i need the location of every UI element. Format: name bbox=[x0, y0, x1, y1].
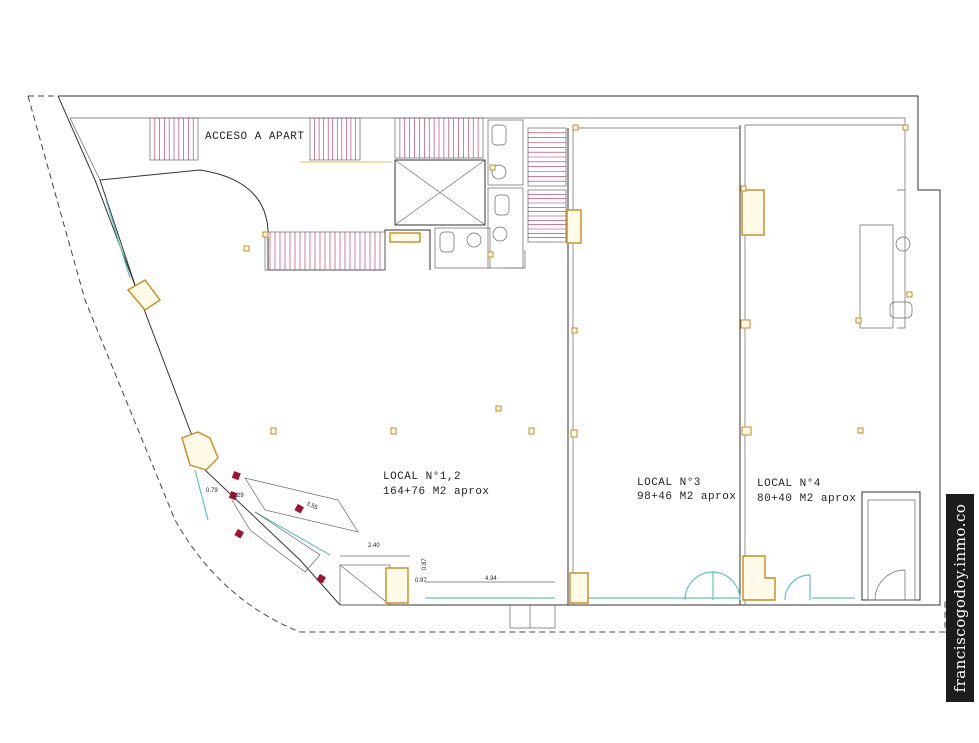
dimension-label: 0.79 bbox=[206, 488, 218, 494]
locale-1-name: LOCAL N°1,2 bbox=[383, 471, 461, 483]
bathroom-block bbox=[434, 119, 526, 269]
facade-module bbox=[231, 477, 555, 606]
locale-4-area: 80+40 M2 aprox bbox=[757, 493, 856, 505]
stair-frame bbox=[309, 117, 361, 161]
locale-4-name: LOCAL N°4 bbox=[757, 478, 821, 490]
partition-walls bbox=[567, 124, 921, 605]
dimension-label: 1.29 bbox=[232, 493, 244, 499]
doors bbox=[509, 569, 906, 629]
outer-wall bbox=[57, 95, 941, 606]
stairs-central bbox=[527, 189, 567, 243]
dimension-label: 3.55 bbox=[305, 501, 319, 511]
outer-wall-inner bbox=[69, 117, 906, 190]
watermark-badge: franciscogodoy.inmo.co bbox=[946, 494, 974, 702]
stairs-access bbox=[149, 117, 567, 271]
dimension-label: 0.97 bbox=[415, 578, 427, 584]
locale-3-name: LOCAL N°3 bbox=[637, 477, 701, 489]
dimension-label: 2.40 bbox=[368, 543, 380, 549]
dimension-label: 4.34 bbox=[485, 576, 497, 582]
storefront-glazing bbox=[105, 199, 855, 599]
site-boundary bbox=[27, 95, 946, 633]
locale-1-area: 164+76 M2 aprox bbox=[383, 486, 490, 498]
locale-3-area: 98+46 M2 aprox bbox=[637, 491, 736, 503]
columns bbox=[126, 124, 913, 604]
elevator-shaft bbox=[394, 159, 486, 226]
dimension-label: 0.87 bbox=[422, 558, 428, 570]
section-markers bbox=[228, 471, 326, 584]
access-label: ACCESO A APART bbox=[205, 131, 304, 143]
watermark-text: franciscogodoy.inmo.co bbox=[951, 503, 969, 693]
